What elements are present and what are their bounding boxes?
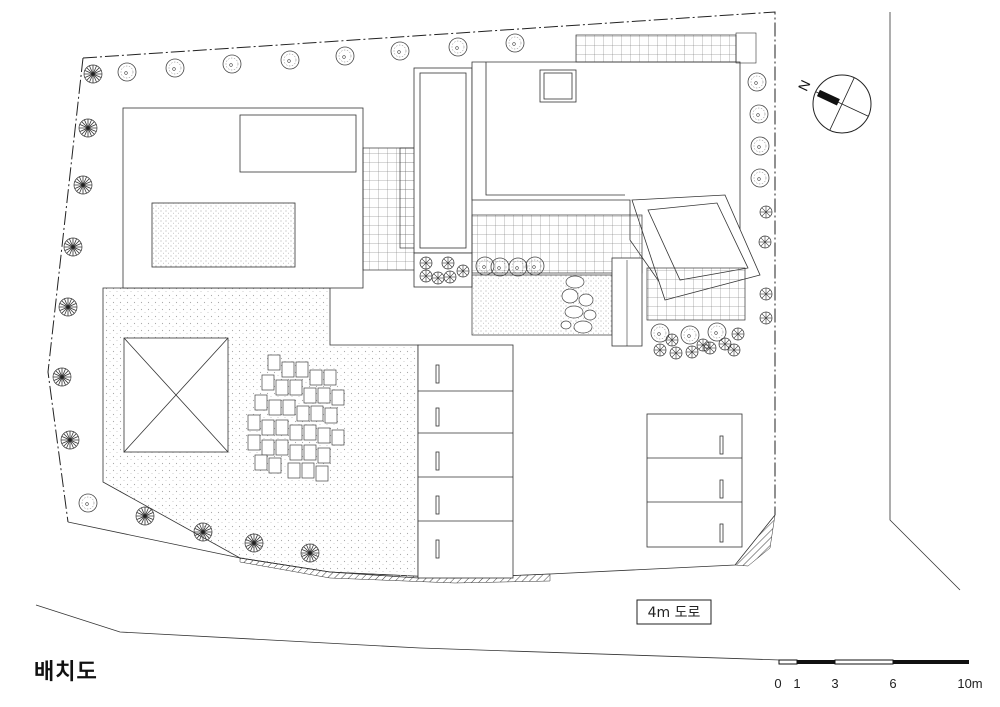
paver-blocks: [247, 354, 345, 482]
scale-tick-1: 1: [793, 676, 800, 691]
drawing-title: 배치도: [34, 660, 98, 685]
deck-stair: [399, 147, 416, 249]
road-label: 4m 도로: [648, 605, 701, 621]
trees-west-row: [52, 64, 103, 513]
scale-tick-3: 3: [831, 676, 838, 691]
roof-terrace-grid: [575, 34, 737, 63]
site-boundary: [47, 11, 776, 523]
shrubs-southeast: [650, 322, 745, 360]
scale-bar: 0 1 3 6 10m: [774, 659, 983, 691]
parking-stalls-east: [646, 413, 743, 548]
square-structure: [123, 337, 229, 453]
north-label: N: [795, 77, 814, 93]
scale-tick-6: 6: [889, 676, 896, 691]
boundary-hatch-east: [734, 514, 776, 567]
parking-stalls-west: [417, 344, 514, 579]
building-west: [122, 107, 364, 289]
roof-terrace-edge: [735, 32, 757, 64]
deck-southeast: [646, 267, 746, 321]
scale-tick-10: 10m: [957, 676, 982, 691]
stepping-stones: [560, 275, 597, 334]
north-arrow-icon: [812, 74, 872, 134]
scale-tick-0: 0: [774, 676, 781, 691]
road-label-box: 4m 도로: [636, 599, 712, 625]
pool: [413, 67, 473, 288]
trees-east-row: [747, 72, 773, 325]
